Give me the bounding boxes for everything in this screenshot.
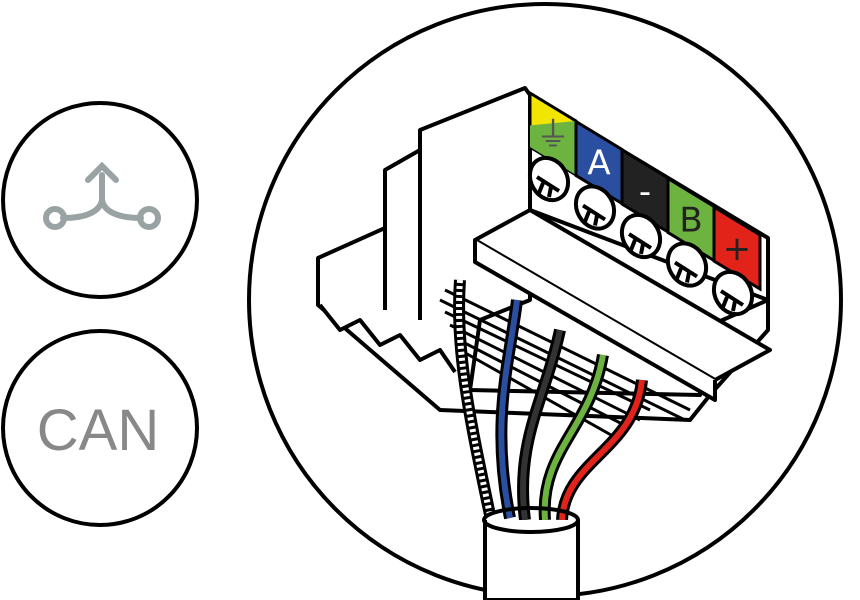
cable-jacket bbox=[483, 520, 580, 600]
can-badge: CAN bbox=[1, 329, 199, 527]
cable bbox=[453, 279, 648, 600]
terminal-label-text: ⏚ bbox=[536, 115, 570, 155]
terminal-screw-icon[interactable] bbox=[614, 208, 667, 264]
terminal-screw-icon[interactable] bbox=[660, 236, 713, 292]
can-label: CAN bbox=[37, 398, 159, 463]
terminal-label-text: A bbox=[587, 144, 610, 184]
terminal-label-plus: + bbox=[712, 204, 762, 292]
terminal-screw-icon[interactable] bbox=[706, 265, 759, 321]
terminal-screws bbox=[522, 151, 759, 321]
terminal-label-text: B bbox=[679, 201, 702, 241]
terminal-label-text: + bbox=[723, 229, 752, 269]
topology-icon-badge bbox=[1, 101, 199, 299]
bus-topology-icon bbox=[43, 161, 161, 230]
terminal-screw-icon[interactable] bbox=[568, 179, 621, 235]
terminal-label-text: - bbox=[639, 172, 651, 212]
terminal-label-A: A bbox=[574, 118, 624, 207]
terminal-screw-icon[interactable] bbox=[522, 151, 575, 207]
terminal-labels: ⏚ A-B + bbox=[528, 90, 762, 292]
terminal-label-ground: ⏚ bbox=[528, 90, 578, 178]
